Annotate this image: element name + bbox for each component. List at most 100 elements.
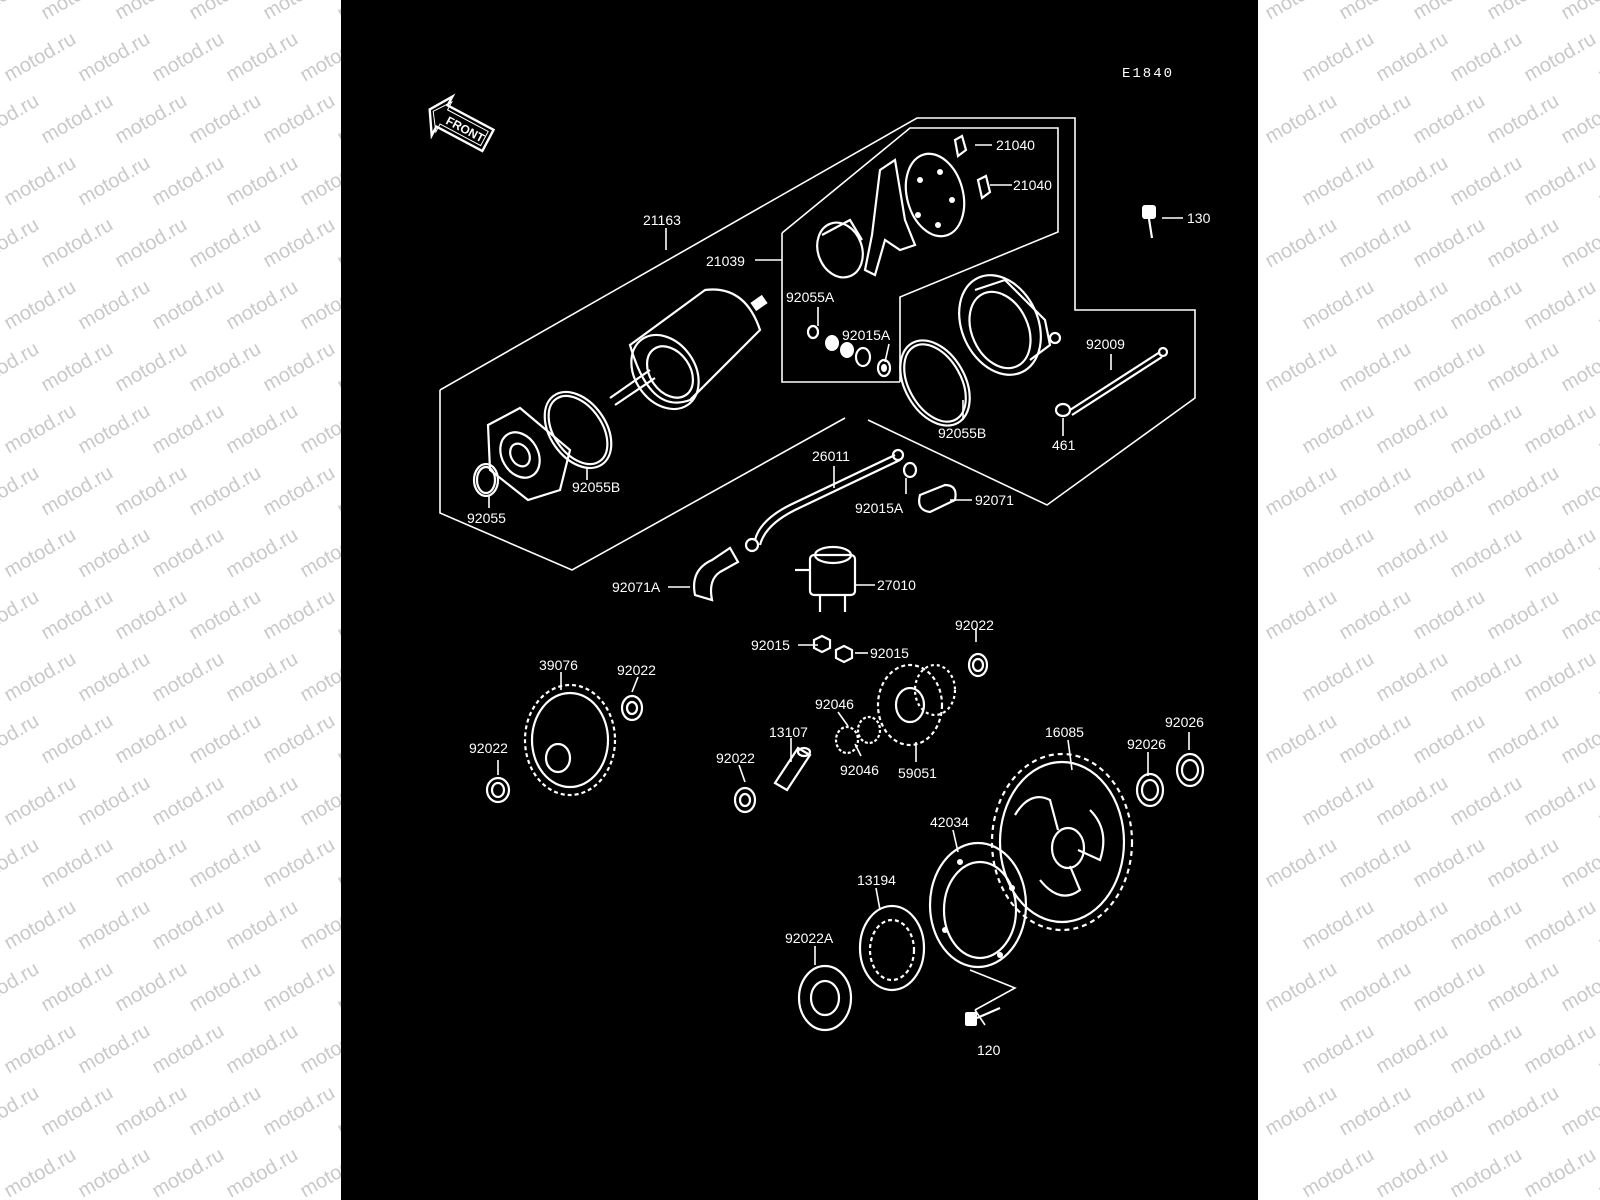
washer-stack-drawing <box>806 324 892 378</box>
watermark-text: motod.ru <box>148 772 227 831</box>
watermark-text: motod.ru <box>1335 90 1414 149</box>
watermark-text: motod.ru <box>1261 462 1340 521</box>
watermark-text: motod.ru <box>1483 214 1562 273</box>
bolt-120-drawing <box>965 1006 1001 1026</box>
part-label-92015a-lower: 92015A <box>855 500 904 516</box>
watermark-text: motod.ru <box>1557 462 1600 521</box>
watermark-text: motod.ru <box>1446 400 1525 459</box>
part-label-92015-left: 92015 <box>751 637 790 653</box>
watermark-text: motod.ru <box>1483 1082 1562 1141</box>
part-labels: 21163 21039 21040 21040 130 92055A 92015… <box>467 137 1211 1058</box>
part-label-461: 461 <box>1052 437 1076 453</box>
watermark-text: motod.ru <box>148 152 227 211</box>
watermark-text: motod.ru <box>37 710 116 769</box>
part-label-21040-lower: 21040 <box>1013 177 1052 193</box>
watermark-text: motod.ru <box>1372 772 1451 831</box>
watermark-text: motod.ru <box>1594 896 1600 955</box>
shaft-13107-drawing <box>773 746 812 792</box>
watermark-text: motod.ru <box>0 1020 79 1079</box>
watermark-text: motod.ru <box>0 0 43 24</box>
watermark-text: motod.ru <box>37 90 116 149</box>
watermark-text: motod.ru <box>1335 958 1414 1017</box>
assembly-outline-starter <box>439 117 1196 571</box>
watermark-text: motod.ru <box>1446 772 1525 831</box>
watermark-text: motod.ru <box>1261 90 1340 149</box>
watermark-text: motod.ru <box>185 958 264 1017</box>
watermark-text: motod.ru <box>0 958 43 1017</box>
nut-92015a-lower <box>902 461 918 479</box>
watermark-text: motod.ru <box>1594 648 1600 707</box>
watermark-text: motod.ru <box>1298 276 1377 335</box>
watermark-text: motod.ru <box>1520 400 1599 459</box>
watermark-text: motod.ru <box>259 958 338 1017</box>
watermark-text: motod.ru <box>111 90 190 149</box>
part-label-92026-right: 92026 <box>1165 714 1204 730</box>
watermark-text: motod.ru <box>1335 338 1414 397</box>
part-label-120: 120 <box>977 1042 1001 1058</box>
watermark-text: motod.ru <box>37 958 116 1017</box>
part-label-13194: 13194 <box>857 872 896 888</box>
watermark-text: motod.ru <box>1483 338 1562 397</box>
idle-gear-39076-drawing <box>523 683 617 797</box>
watermark-text: motod.ru <box>74 1020 153 1079</box>
part-label-92022a: 92022A <box>785 930 834 946</box>
watermark-text: motod.ru <box>0 28 79 87</box>
watermark-text: motod.ru <box>1261 1082 1340 1141</box>
part-label-42034: 42034 <box>930 814 969 830</box>
watermark-text: motod.ru <box>1335 0 1414 24</box>
watermark-text: motod.ru <box>0 648 79 707</box>
watermark-text: motod.ru <box>1335 214 1414 273</box>
part-label-92022-center: 92022 <box>716 750 755 766</box>
watermark-text: motod.ru <box>222 28 301 87</box>
part-label-21040-top: 21040 <box>996 137 1035 153</box>
watermark-text: motod.ru <box>148 1144 227 1200</box>
starter-motor-drawing <box>609 288 768 411</box>
watermark-text: motod.ru <box>0 462 43 521</box>
washer-92022a <box>797 964 853 1032</box>
watermark-text: motod.ru <box>1520 28 1599 87</box>
watermark-text: motod.ru <box>1409 338 1488 397</box>
watermark-text: motod.ru <box>1261 710 1340 769</box>
part-label-16085: 16085 <box>1045 724 1084 740</box>
part-label-92026-left: 92026 <box>1127 736 1166 752</box>
watermark-text: motod.ru <box>222 400 301 459</box>
watermark-text: motod.ru <box>1446 276 1525 335</box>
watermark-text: motod.ru <box>1372 1144 1451 1200</box>
bolt-130-drawing <box>1142 205 1156 239</box>
washer-92026-a <box>1135 772 1165 808</box>
watermark-text: motod.ru <box>1372 276 1451 335</box>
watermark-text: motod.ru <box>259 338 338 397</box>
watermark-text: motod.ru <box>259 214 338 273</box>
watermark-text: motod.ru <box>148 1020 227 1079</box>
watermark-text: motod.ru <box>0 834 43 893</box>
clutch-13194-drawing <box>858 904 926 992</box>
watermark-text: motod.ru <box>222 276 301 335</box>
watermark-text: motod.ru <box>1298 896 1377 955</box>
watermark-text: motod.ru <box>1557 0 1600 24</box>
watermark-text: motod.ru <box>1372 28 1451 87</box>
watermark-text: motod.ru <box>1446 648 1525 707</box>
watermark-text: motod.ru <box>1446 1020 1525 1079</box>
watermark-text: motod.ru <box>0 1082 43 1141</box>
watermark-text: motod.ru <box>1335 462 1414 521</box>
watermark-text: motod.ru <box>1298 152 1377 211</box>
watermark-text: motod.ru <box>1520 648 1599 707</box>
watermark-text: motod.ru <box>1372 152 1451 211</box>
gear-59051-drawing <box>876 663 957 747</box>
watermark-text: motod.ru <box>74 152 153 211</box>
watermark-text: motod.ru <box>1409 90 1488 149</box>
watermark-text: motod.ru <box>1409 1082 1488 1141</box>
watermark-text: motod.ru <box>1557 90 1600 149</box>
part-label-27010: 27010 <box>877 577 916 593</box>
watermark-text: motod.ru <box>1261 958 1340 1017</box>
watermark-text: motod.ru <box>1261 214 1340 273</box>
boot-92071-drawing <box>918 483 957 514</box>
part-label-92022-left: 92022 <box>469 740 508 756</box>
part-label-59051: 59051 <box>898 765 937 781</box>
watermark-text: motod.ru <box>1520 524 1599 583</box>
watermark-text: motod.ru <box>1446 152 1525 211</box>
watermark-text: motod.ru <box>1520 1144 1599 1200</box>
part-label-13107: 13107 <box>769 724 808 740</box>
watermark-text: motod.ru <box>1335 710 1414 769</box>
part-label-92055a: 92055A <box>786 289 835 305</box>
